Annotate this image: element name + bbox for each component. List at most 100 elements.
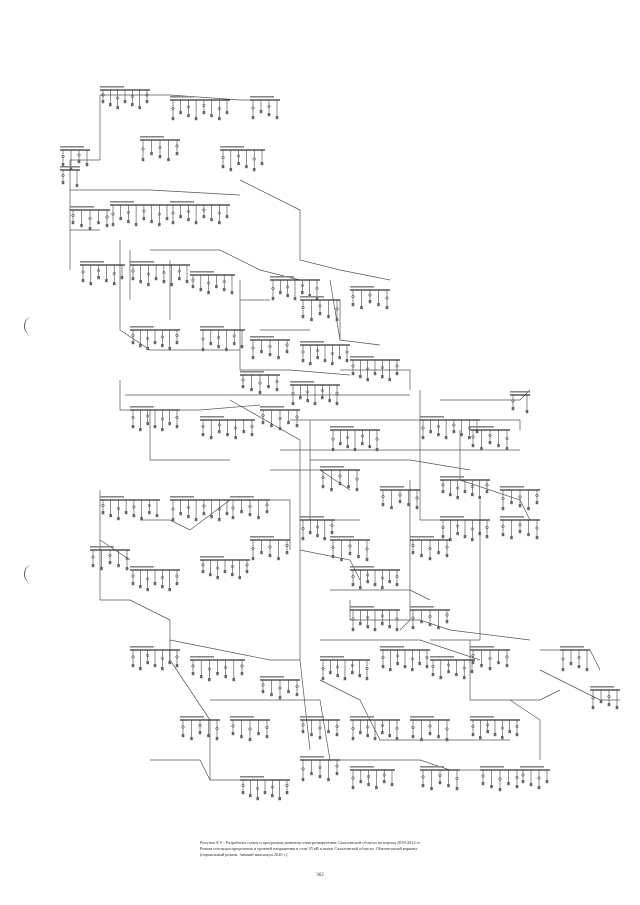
load-block [194, 117, 198, 121]
load-block [301, 537, 305, 541]
station-label-mark [350, 286, 374, 288]
transformer-symbol [175, 574, 179, 578]
load-block [339, 442, 342, 446]
load-block [232, 342, 236, 346]
transformer-symbol [202, 504, 206, 508]
load-block [241, 791, 245, 795]
station-label-mark [350, 356, 374, 358]
load-block [139, 667, 142, 671]
transformer-symbol [142, 209, 146, 213]
load-block [351, 372, 355, 376]
load-block [318, 736, 322, 740]
load-block [545, 780, 549, 784]
transformer-symbol [318, 765, 322, 770]
load-block [480, 447, 483, 451]
transformer-symbol [395, 364, 399, 368]
station-label-mark [60, 166, 80, 168]
transformer-symbol [101, 93, 105, 97]
load-block [111, 223, 115, 227]
load-block [310, 733, 313, 737]
load-block [310, 318, 313, 322]
transformer-symbol [186, 105, 190, 109]
load-block [308, 531, 312, 535]
load-block [171, 117, 175, 121]
load-block [100, 567, 103, 571]
load-block [420, 554, 423, 558]
transformer-symbol [447, 663, 451, 667]
transformer-symbol [488, 656, 492, 661]
load-block [373, 737, 377, 741]
load-block [191, 672, 195, 676]
station-label-mark [260, 406, 284, 408]
load-block [209, 342, 213, 346]
load-block [256, 797, 259, 801]
substation-nodes [60, 86, 620, 801]
transformer-symbol [515, 724, 519, 729]
load-block [168, 588, 171, 592]
load-block [131, 664, 135, 668]
station-label-mark [350, 766, 374, 768]
load-block [61, 163, 65, 167]
load-block [167, 158, 170, 162]
transformer-symbol [215, 726, 219, 731]
transformer-symbol [382, 773, 386, 777]
load-block [335, 318, 339, 322]
transformer-symbol [336, 665, 340, 669]
transformer-symbol [268, 545, 272, 549]
station-label-mark [330, 536, 354, 538]
transformer-symbol [485, 525, 489, 530]
transformer-symbol [201, 424, 205, 429]
transformer-symbol [295, 415, 299, 419]
load-block [518, 530, 522, 534]
station-label-mark [250, 96, 274, 98]
load-block [527, 533, 530, 537]
transformer-symbol [518, 523, 522, 527]
load-block [225, 348, 228, 352]
load-block [511, 407, 515, 411]
transformer-symbol [380, 576, 384, 580]
load-block [161, 428, 164, 432]
load-block [607, 703, 611, 707]
load-block [218, 117, 221, 121]
transformer-symbol [158, 145, 162, 150]
load-block [390, 783, 394, 787]
transformer-symbol [395, 574, 399, 579]
transformer-symbol [301, 305, 305, 310]
load-block [366, 625, 369, 629]
transformer-symbol [488, 433, 492, 438]
load-block [599, 700, 603, 704]
load-block [301, 291, 304, 295]
load-block [85, 163, 89, 167]
load-block [488, 667, 492, 671]
load-block [481, 782, 485, 786]
load-block [277, 356, 280, 360]
transformer-symbol [248, 727, 252, 731]
station-label-mark [140, 136, 164, 138]
transformer-symbol [131, 333, 135, 338]
load-block [351, 671, 354, 675]
load-block [351, 303, 355, 307]
load-block [447, 670, 450, 674]
transformer-symbol [145, 93, 149, 97]
transformer-symbol [452, 423, 456, 427]
transformer-symbol [251, 346, 255, 350]
load-block [335, 733, 339, 737]
transformer-symbol [131, 269, 135, 273]
transformer-symbol [111, 212, 115, 216]
load-block [535, 536, 539, 540]
load-block [463, 490, 467, 494]
load-block [515, 785, 519, 789]
load-block [175, 582, 179, 586]
station-label-mark [200, 416, 224, 418]
transformer-symbol [146, 272, 150, 276]
load-block [225, 215, 229, 219]
transformer-symbol [385, 296, 389, 300]
load-block [460, 433, 463, 437]
load-block [507, 782, 510, 786]
load-block [493, 733, 497, 737]
load-block [388, 734, 391, 738]
transformer-symbol [505, 436, 509, 441]
load-block [525, 410, 529, 414]
load-block [245, 165, 248, 169]
transformer-symbol [318, 726, 322, 730]
